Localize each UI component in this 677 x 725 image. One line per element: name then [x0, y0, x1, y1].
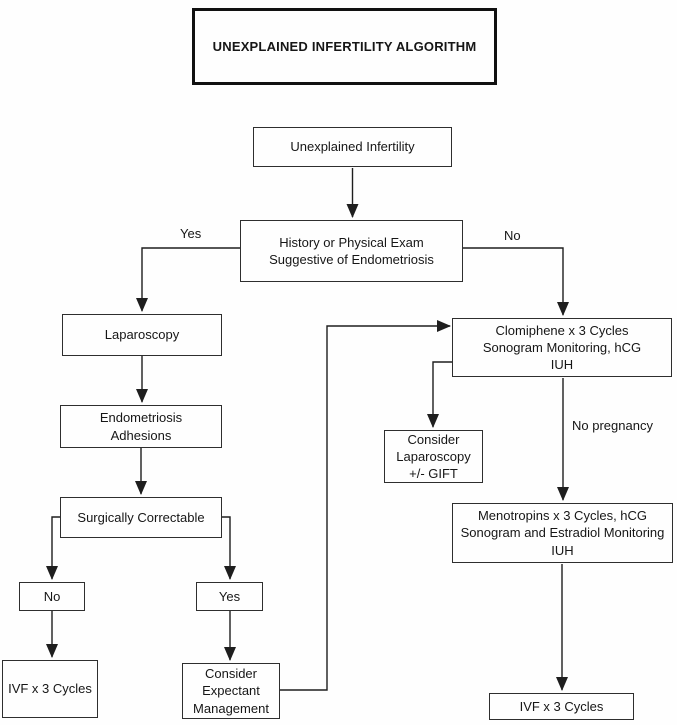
node-surgically-correctable: Surgically Correctable: [60, 497, 222, 538]
node-clomiphene: Clomiphene x 3 Cycles Sonogram Monitorin…: [452, 318, 672, 377]
node-ivf-3-cycles-left: IVF x 3 Cycles: [2, 660, 98, 718]
node-yes: Yes: [196, 582, 263, 611]
edge-label-no: No: [504, 228, 521, 243]
edge-label-yes: Yes: [180, 226, 202, 241]
node-laparoscopy: Laparoscopy: [62, 314, 222, 356]
node-consider-expectant-management: Consider Expectant Management: [182, 663, 280, 719]
edge-surgical-to-yes: [222, 516, 236, 580]
edge-history-yes-to-laparoscopy: [136, 247, 240, 312]
edge-surgical-to-no: [46, 516, 60, 580]
node-no: No: [19, 582, 85, 611]
edge-expectant-to-clomiphene: [280, 320, 451, 691]
edge-label-no-pregnancy: No pregnancy: [572, 418, 653, 433]
node-history-physical-exam: History or Physical Exam Suggestive of E…: [240, 220, 463, 282]
title-box: UNEXPLAINED INFERTILITY ALGORITHM: [192, 8, 497, 85]
edge-history-no-to-clomiphene: [463, 247, 569, 316]
node-menotropins: Menotropins x 3 Cycles, hCG Sonogram and…: [452, 503, 673, 563]
node-ivf-3-cycles-right: IVF x 3 Cycles: [489, 693, 634, 720]
edge-clomiphene-to-consider-lap: [427, 361, 452, 428]
node-unexplained-infertility: Unexplained Infertility: [253, 127, 452, 167]
node-endometriosis-adhesions: Endometriosis Adhesions: [60, 405, 222, 448]
node-consider-laparoscopy-gift: Consider Laparoscopy +/- GIFT: [384, 430, 483, 483]
